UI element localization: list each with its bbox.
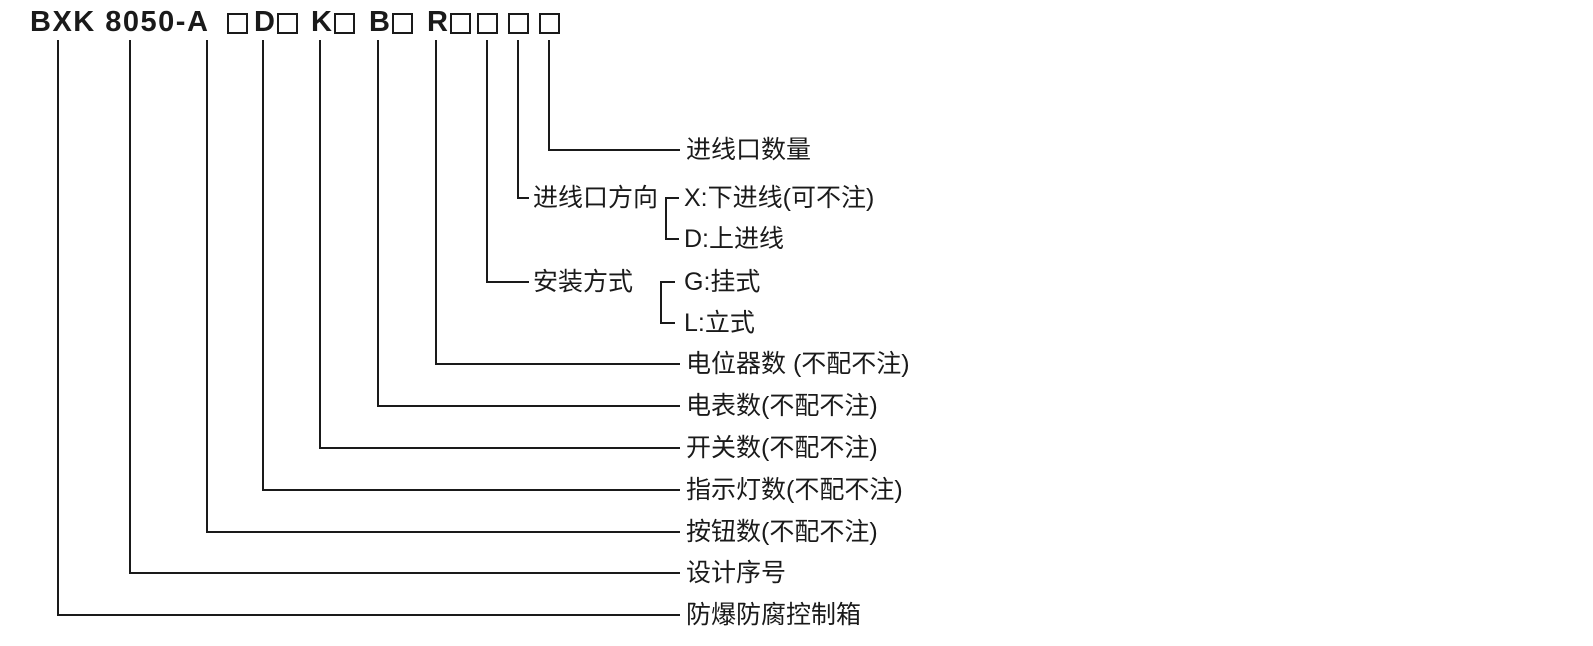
leader-product-horizontal: [57, 614, 680, 616]
switch-count-box: [334, 13, 355, 34]
model-letter-b: B: [369, 6, 392, 38]
leader-mounting-horizontal: [486, 281, 529, 283]
mounting-bracket-tick-top: [660, 281, 675, 283]
label-meter-count: 电表数(不配不注): [686, 392, 878, 420]
leader-product-vertical: [57, 40, 59, 616]
model-letter-k: K: [311, 6, 334, 38]
leader-switch-vertical: [319, 40, 321, 449]
label-potentiometer-count: 电位器数 (不配不注): [686, 350, 910, 378]
inlet-direction-bracket-bar: [665, 197, 667, 240]
leader-potentiometer-horizontal: [435, 363, 680, 365]
leader-switch-horizontal: [319, 447, 680, 449]
leader-mounting-vertical: [486, 40, 488, 283]
mounting-bracket-tick-bottom: [660, 322, 675, 324]
leader-inlet-count-vertical: [548, 40, 550, 151]
leader-indicator-horizontal: [262, 489, 680, 491]
leader-serial-horizontal: [129, 572, 680, 574]
label-design-serial: 设计序号: [686, 559, 787, 587]
inlet-direction-box: [508, 13, 529, 34]
label-product-name: 防爆防腐控制箱: [686, 601, 862, 629]
label-mounting: 安装方式: [533, 268, 634, 296]
leader-meter-horizontal: [377, 405, 680, 407]
leader-potentiometer-vertical: [435, 40, 437, 365]
label-inlet-option-d: D:上进线: [684, 225, 785, 253]
label-inlet-count: 进线口数量: [686, 136, 812, 164]
label-indicator-count: 指示灯数(不配不注): [686, 476, 903, 504]
button-count-box: [227, 13, 248, 34]
leader-direction-vertical: [517, 40, 519, 199]
meter-count-box: [392, 13, 413, 34]
leader-button-vertical: [206, 40, 208, 533]
label-inlet-direction: 进线口方向: [533, 184, 659, 212]
leader-meter-vertical: [377, 40, 379, 407]
label-mounting-option-l: L:立式: [684, 309, 755, 337]
label-inlet-option-x: X:下进线(可不注): [684, 184, 875, 212]
label-button-count: 按钮数(不配不注): [686, 518, 878, 546]
leader-button-horizontal: [206, 531, 680, 533]
model-letter-r: R: [427, 6, 450, 38]
leader-direction-horizontal: [517, 197, 529, 199]
inlet-direction-bracket-tick-top: [665, 197, 679, 199]
indicator-count-box: [277, 13, 298, 34]
label-switch-count: 开关数(不配不注): [686, 434, 878, 462]
mounting-bracket-bar: [660, 281, 662, 324]
potentiometer-count-box: [450, 13, 471, 34]
model-letter-d: D: [254, 6, 277, 38]
leader-serial-vertical: [129, 40, 131, 574]
leader-indicator-vertical: [262, 40, 264, 491]
label-mounting-option-g: G:挂式: [684, 268, 761, 296]
model-prefix: BXK 8050-A: [30, 6, 210, 38]
leader-inlet-count-horizontal: [548, 149, 680, 151]
inlet-direction-bracket-tick-bottom: [665, 238, 679, 240]
mounting-type-box: [477, 13, 498, 34]
inlet-count-box: [539, 13, 560, 34]
